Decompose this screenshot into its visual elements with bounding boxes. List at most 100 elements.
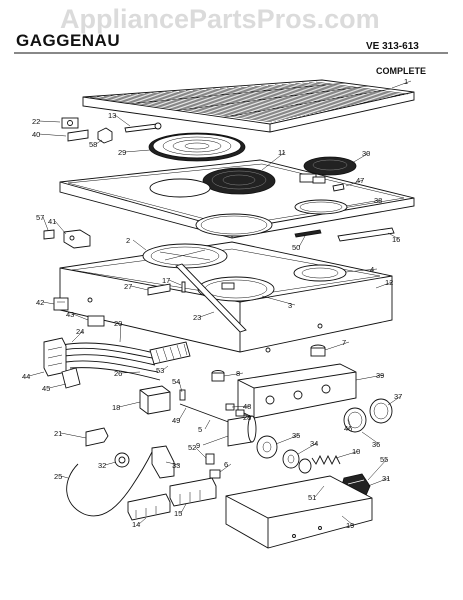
callout-label: 16 bbox=[392, 235, 400, 244]
callout-label: 50 bbox=[292, 243, 300, 252]
callout-label: 17 bbox=[162, 276, 170, 285]
leader-line bbox=[199, 311, 215, 318]
leader-line bbox=[387, 395, 402, 406]
callout-label: 32 bbox=[98, 461, 106, 470]
part-ring-35 bbox=[256, 435, 278, 459]
callout-label: 36 bbox=[372, 440, 380, 449]
part-thermostat-32 bbox=[114, 452, 130, 468]
leader-line bbox=[351, 152, 370, 164]
leader-line bbox=[162, 365, 169, 371]
callout-label: 49 bbox=[172, 416, 180, 425]
part-control-bracket-39 bbox=[237, 363, 357, 419]
part-clip-28 bbox=[235, 409, 245, 417]
leader-line bbox=[48, 383, 67, 389]
callout-label: 9 bbox=[196, 441, 200, 450]
part-terminal-43 bbox=[87, 315, 105, 327]
callout-label: 15 bbox=[174, 509, 182, 518]
part-switch-9 bbox=[227, 415, 257, 447]
leader-line bbox=[345, 199, 382, 207]
callout-label: 46 bbox=[344, 424, 352, 433]
part-hotplate-11 bbox=[149, 167, 276, 198]
part-transformer-18 bbox=[139, 385, 171, 415]
leader-line bbox=[261, 151, 286, 171]
part-bezel-37 bbox=[369, 398, 393, 424]
part-ring-38 bbox=[294, 199, 348, 215]
part-pin-17 bbox=[181, 281, 186, 293]
assembly-title: COMPLETE bbox=[376, 66, 426, 76]
callout-label: 29 bbox=[118, 148, 126, 157]
part-hotplate-29 bbox=[148, 132, 246, 162]
part-strut-23 bbox=[175, 263, 247, 333]
callout-label: 44 bbox=[22, 372, 30, 381]
callout-label: 14 bbox=[132, 520, 140, 529]
callout-label: 31 bbox=[382, 474, 390, 483]
leader-line bbox=[60, 475, 69, 479]
part-screw-57-41 bbox=[43, 229, 91, 249]
part-bracket-27 bbox=[147, 283, 171, 296]
leader-line bbox=[391, 80, 412, 89]
callout-label: 11 bbox=[278, 148, 286, 157]
callout-label: 20 bbox=[114, 319, 122, 328]
leader-line bbox=[261, 295, 296, 306]
callout-label: 6 bbox=[224, 460, 228, 469]
callout-label: 19 bbox=[346, 521, 354, 530]
model-number: VE 313-613 bbox=[366, 41, 419, 52]
leader-line bbox=[204, 419, 211, 430]
leader-line bbox=[168, 279, 182, 286]
leader-line bbox=[387, 232, 400, 240]
leader-line bbox=[345, 268, 378, 273]
leader-line bbox=[243, 413, 251, 418]
leader-line bbox=[355, 374, 384, 381]
callout-label: 37 bbox=[394, 392, 402, 401]
part-clip-47 bbox=[332, 183, 345, 192]
part-hotplate-30 bbox=[299, 156, 357, 184]
watermark-text: AppliancePartsPros.com bbox=[60, 4, 380, 34]
part-bracket-22-40 bbox=[61, 117, 89, 142]
leader-line bbox=[42, 301, 55, 305]
leader-line bbox=[367, 458, 388, 481]
leader-line bbox=[314, 485, 325, 498]
callout-label: 43 bbox=[66, 310, 74, 319]
callout-label: 55 bbox=[380, 455, 388, 464]
part-connector-block-44 bbox=[43, 337, 67, 377]
brand-logo: GAGGENAU bbox=[16, 31, 120, 50]
leader-line bbox=[345, 179, 364, 187]
part-bracket-33 bbox=[151, 445, 175, 479]
callout-label: 52 bbox=[188, 443, 196, 452]
leader-line bbox=[38, 120, 61, 123]
leader-line bbox=[341, 515, 354, 526]
callout-label: 2 bbox=[126, 236, 130, 245]
callout-label: 23 bbox=[193, 313, 201, 322]
part-knob-7 bbox=[310, 344, 326, 357]
part-lamp-54 bbox=[179, 389, 186, 401]
callout-label: 24 bbox=[76, 327, 84, 336]
callout-label: 13 bbox=[108, 111, 116, 120]
callout-label: 42 bbox=[36, 298, 44, 307]
callout-label: 25 bbox=[54, 472, 62, 481]
part-lamp-21 bbox=[85, 427, 109, 447]
leader-line bbox=[231, 405, 251, 408]
leader-line bbox=[72, 313, 89, 321]
callout-label: 35 bbox=[292, 431, 300, 440]
part-capillary-25 bbox=[66, 451, 153, 517]
leader-line bbox=[138, 517, 147, 525]
leader-line bbox=[367, 477, 390, 487]
part-connector-45 bbox=[61, 367, 81, 389]
part-control-panel-19 bbox=[225, 475, 373, 549]
leader-line bbox=[95, 139, 103, 145]
part-knob-8 bbox=[211, 370, 225, 382]
part-rod-13 bbox=[124, 122, 162, 133]
callout-label: 12 bbox=[385, 278, 393, 287]
callout-label: 7 bbox=[342, 338, 346, 347]
leader-line bbox=[119, 322, 122, 343]
callout-label: 41 bbox=[48, 217, 56, 226]
leader-lines bbox=[28, 80, 412, 526]
callout-label: 4 bbox=[370, 265, 374, 274]
callout-label: 40 bbox=[32, 130, 40, 139]
leader-line bbox=[120, 371, 141, 374]
callout-label: 18 bbox=[112, 403, 120, 412]
part-grate-cover bbox=[82, 79, 415, 133]
callout-label: 8 bbox=[236, 369, 240, 378]
part-strip-16 bbox=[337, 227, 395, 242]
leader-line bbox=[219, 463, 232, 473]
